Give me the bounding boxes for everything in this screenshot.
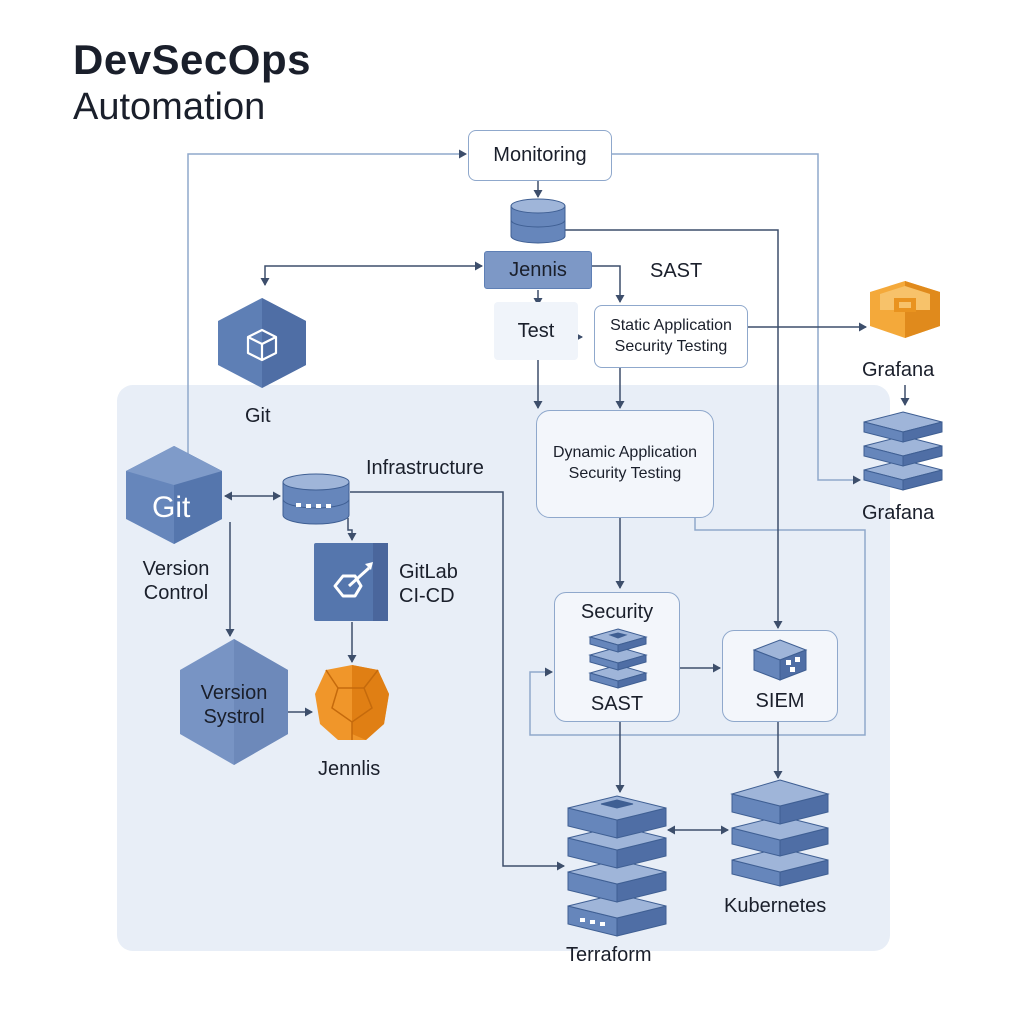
jenkins-top-node[interactable]: Jennis xyxy=(484,251,592,289)
static-testing-node[interactable]: Static Application Security Testing xyxy=(594,305,748,368)
grafana-orange-icon xyxy=(870,281,940,338)
edge-infra-to-gitlab xyxy=(347,518,357,541)
server-stack-icon xyxy=(567,795,667,937)
edge-dast-loop xyxy=(529,512,866,736)
git-logo-text: Git xyxy=(152,491,191,524)
sast-top-label: SAST xyxy=(650,260,703,282)
git-top-label: Git xyxy=(245,405,271,427)
gitlab-tile-icon xyxy=(314,543,388,621)
edge-jenkins-to-sast xyxy=(592,265,625,303)
dynamic-testing-line2: Security Testing xyxy=(568,465,682,482)
edge-monitoring-to-grafana xyxy=(612,153,861,485)
terraform-label: Terraform xyxy=(566,944,652,966)
kubernetes-label: Kubernetes xyxy=(724,895,827,917)
version-control-line1: Version xyxy=(142,558,210,580)
test-label: Test xyxy=(517,319,555,342)
version-control-label: Version Control xyxy=(128,557,224,605)
edge-infra-to-terraform xyxy=(350,491,565,871)
security-label: Security xyxy=(580,601,654,623)
server-stack-icon xyxy=(863,411,943,491)
test-node[interactable]: Test xyxy=(494,302,578,360)
jenkins-top-label: Jennis xyxy=(509,258,567,281)
version-hexagon-icon xyxy=(180,639,288,765)
dynamic-testing-line1: Dynamic Application xyxy=(552,444,698,462)
page-title: DevSecOps xyxy=(73,36,311,83)
version-systrol-line1: Version xyxy=(200,682,268,704)
page-subtitle: Automation xyxy=(73,86,266,128)
gitlab-line1: GitLab xyxy=(399,561,458,583)
jenkins-bottom-label: Jennlis xyxy=(318,758,381,780)
cube-hexagon-icon xyxy=(218,298,306,388)
grafana-right-label: Grafana xyxy=(862,502,935,524)
sast-bottom-label: SAST xyxy=(590,693,644,715)
gitlab-label: GitLab CI-CD xyxy=(399,560,458,608)
server-stack-icon xyxy=(730,779,830,887)
siem-label: SIEM xyxy=(755,690,805,712)
edge-git-jenkins xyxy=(260,261,483,286)
jenkins-orange-icon xyxy=(315,665,389,740)
version-control-line2: Control xyxy=(143,582,209,604)
database-icon xyxy=(282,473,350,525)
gitlab-line2: CI-CD xyxy=(399,585,455,607)
database-icon xyxy=(510,198,566,244)
git-hexagon-icon xyxy=(126,446,222,544)
version-systrol-label: Version Systrol xyxy=(184,681,284,729)
server-stack-icon xyxy=(588,628,648,689)
static-testing-line1: Static Application xyxy=(610,316,732,334)
siem-icon xyxy=(752,639,808,681)
infrastructure-label: Infrastructure xyxy=(366,457,484,479)
monitoring-node[interactable]: Monitoring xyxy=(468,130,612,181)
grafana-top-label: Grafana xyxy=(862,359,935,381)
version-systrol-line2: Systrol xyxy=(203,706,265,728)
static-testing-line2: Security Testing xyxy=(614,337,728,355)
monitoring-label: Monitoring xyxy=(493,144,587,166)
edge-git-to-monitoring xyxy=(187,149,467,455)
edge-db-to-siem xyxy=(565,229,783,629)
dynamic-testing-node[interactable]: Dynamic Application Security Testing xyxy=(536,410,714,518)
